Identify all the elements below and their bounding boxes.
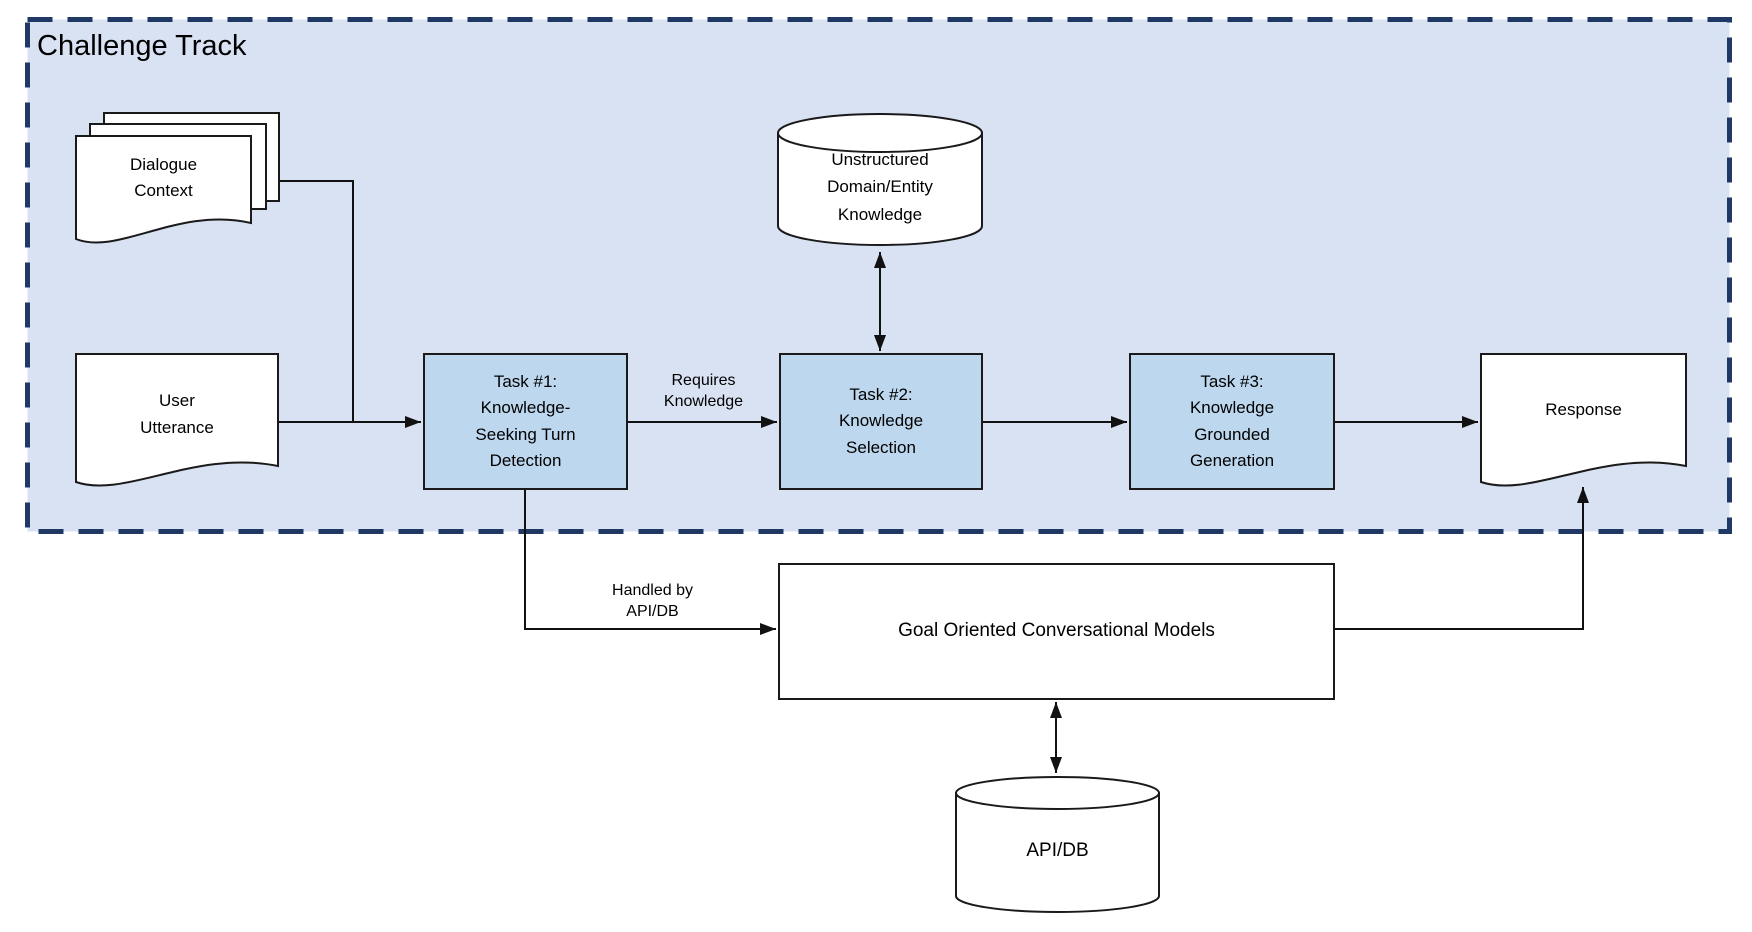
task2-label: Task #2: Knowledge Selection [838, 384, 924, 457]
api-db-label: API/DB [1026, 839, 1089, 861]
response-label: Response [1545, 400, 1622, 420]
user-utterance-document: User Utterance [75, 353, 279, 490]
api-db-database: API/DB [955, 775, 1160, 913]
requires-knowledge-edge-label: Requires Knowledge [663, 372, 744, 410]
database-cylinder-shape [777, 113, 983, 246]
arrow-task1-to-goal-models [524, 490, 776, 635]
user-utterance-label: User Utterance [140, 391, 214, 437]
challenge-track-title: Challenge Track [37, 30, 247, 62]
goal-models-label: Goal Oriented Conversational Models [898, 620, 1215, 642]
task1-label: Task #1: Knowledge- Seeking Turn Detecti… [475, 371, 576, 470]
response-document: Response [1480, 353, 1687, 490]
unstructured-knowledge-label: Unstructured Domain/Entity Knowledge [827, 150, 933, 224]
handled-by-apidb-edge-label: Handled by API/DB [612, 582, 693, 620]
dialogue-context-document: Dialogue Context [75, 135, 252, 247]
unstructured-knowledge-database: Unstructured Domain/Entity Knowledge [777, 111, 983, 247]
task2-box: Task #2: Knowledge Selection [779, 353, 983, 490]
goal-models-box: Goal Oriented Conversational Models [778, 563, 1335, 700]
connector-dialogue-context-join [280, 180, 354, 421]
dialogue-context-label: Dialogue Context [129, 154, 198, 200]
document-shape-outline [1480, 353, 1687, 487]
task1-box: Task #1: Knowledge- Seeking Turn Detecti… [423, 353, 628, 490]
document-shape-outline [75, 135, 252, 244]
task3-box: Task #3: Knowledge Grounded Generation [1129, 353, 1335, 490]
arrow-goal-models-to-response [1335, 487, 1589, 630]
document-shape-outline [75, 353, 279, 487]
database-cylinder-shape [955, 776, 1160, 913]
task3-label: Task #3: Knowledge Grounded Generation [1189, 371, 1275, 470]
